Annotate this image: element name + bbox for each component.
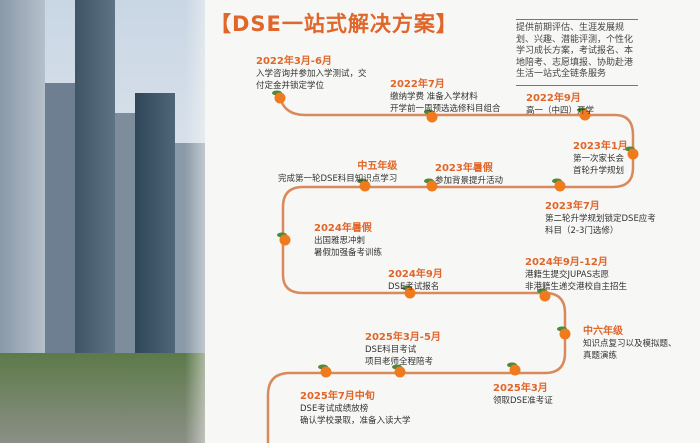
timeline-event: 2023年暑假参加背景提升活动 — [435, 162, 503, 187]
timeline-event: 2025年7月中旬 DSE考试成绩放榜确认学校录取，准备入读大学 — [300, 390, 411, 427]
orange-icon — [318, 364, 332, 378]
orange-icon — [277, 232, 291, 246]
photo-fade — [185, 0, 225, 443]
event-desc: DSE考试报名 — [388, 282, 440, 292]
orange-icon — [537, 288, 551, 302]
page-title: 【DSE一站式解决方案】 — [210, 12, 458, 36]
timeline-event: 2025年3月领取DSE准考证 — [493, 382, 553, 407]
timeline-event: 中六年级知识点复习以及模拟题、真题演练 — [583, 325, 677, 362]
event-date: 2025年3月 — [493, 383, 548, 394]
event-date: 2024年9月 — [388, 269, 443, 280]
event-desc: 参加背景提升活动 — [435, 176, 504, 186]
event-desc: 首轮升学规划 — [573, 166, 625, 176]
event-date: 2022年7月 — [390, 79, 445, 90]
event-desc: 第一次家长会 — [573, 154, 625, 164]
orange-icon — [402, 285, 416, 299]
timeline-event: 2024年9月-12月港籍生提交JUPAS志愿非港籍生递交港校自主招生 — [525, 256, 627, 293]
timeline-event: 2022年9月高一（中四）开学 — [526, 92, 594, 117]
timeline-event: 2022年3月-6月入学咨询并参加入学测试，交付定金并锁定学位 — [256, 55, 367, 92]
event-desc: 非港籍生递交港校自主招生 — [525, 282, 628, 292]
event-desc: 付定金并锁定学位 — [256, 81, 325, 91]
event-date: 2025年3月-5月 — [365, 332, 441, 343]
timeline-event: 2024年9月 DSE考试报名 — [388, 268, 443, 293]
event-date: 2023年7月 — [545, 201, 600, 212]
orange-icon — [625, 146, 639, 160]
event-desc: 开学前一周预选选修科目组合 — [390, 104, 501, 114]
event-desc: 出国雅思冲刺 — [314, 236, 366, 246]
timeline-event: 2023年7月第二轮升学规划锁定DSE应考科目（2-3门选修） — [545, 200, 656, 237]
orange-icon — [357, 178, 371, 192]
orange-icon — [507, 362, 521, 376]
service-summary: 提供前期评估、生涯发展规划、兴趣、潜能评测，个性化学习成长方案，考试报名、本地陪… — [516, 19, 638, 86]
city-photo — [0, 0, 205, 443]
timeline-event: 2022年7月缴纳学费 准备入学材料开学前一周预选选修科目组合 — [390, 78, 501, 115]
event-desc: 确认学校录取，准备入读大学 — [300, 416, 411, 426]
event-desc: 入学咨询并参加入学测试，交 — [256, 69, 367, 79]
orange-icon — [557, 326, 571, 340]
event-date: 2023年1月 — [573, 141, 628, 152]
event-desc: 知识点复习以及模拟题、 — [583, 339, 677, 349]
event-desc: 港籍生提交JUPAS志愿 — [525, 270, 610, 280]
orange-icon — [272, 90, 286, 104]
event-desc: 领取DSE准考证 — [493, 396, 553, 406]
event-desc: 暑假加强备考训练 — [314, 248, 383, 258]
orange-icon — [552, 178, 566, 192]
event-desc: 项目老师全程陪考 — [365, 357, 434, 367]
event-desc: 完成第一轮DSE科目知识点学习 — [278, 174, 398, 184]
orange-icon — [392, 364, 406, 378]
event-desc: 缴纳学费 准备入学材料 — [390, 92, 478, 102]
event-date: 2022年9月 — [526, 93, 581, 104]
event-date: 2024年9月-12月 — [525, 257, 608, 268]
timeline-event: 2024年暑假出国雅思冲刺暑假加强备考训练 — [314, 222, 382, 259]
event-desc: 第二轮升学规划锁定DSE应考 — [545, 214, 656, 224]
event-date: 中五年级 — [357, 161, 398, 172]
timeline-event: 2023年1月第一次家长会首轮升学规划 — [573, 140, 628, 177]
event-date: 2022年3月-6月 — [256, 56, 332, 67]
timeline-event: 2025年3月-5月 DSE科目考试项目老师全程陪考 — [365, 331, 441, 368]
event-desc: 高一（中四）开学 — [526, 106, 595, 116]
timeline-event: 中五年级完成第一轮DSE科目知识点学习 — [278, 160, 397, 185]
event-date: 2024年暑假 — [314, 223, 372, 234]
orange-icon — [577, 107, 591, 121]
event-date: 2025年7月中旬 — [300, 391, 375, 402]
event-desc: 科目（2-3门选修） — [545, 226, 619, 236]
event-desc: DSE科目考试 — [365, 345, 417, 355]
event-desc: DSE考试成绩放榜 — [300, 404, 369, 414]
orange-icon — [424, 178, 438, 192]
event-desc: 真题演练 — [583, 351, 618, 361]
orange-icon — [424, 109, 438, 123]
event-date: 中六年级 — [583, 326, 623, 337]
event-date: 2023年暑假 — [435, 163, 493, 174]
